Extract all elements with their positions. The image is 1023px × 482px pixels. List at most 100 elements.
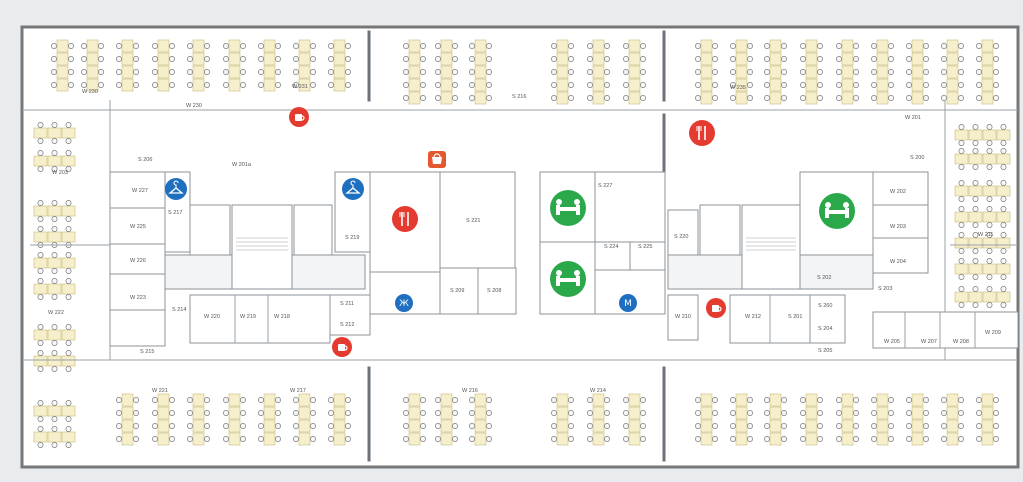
room-label: S 208 xyxy=(487,288,501,294)
desk xyxy=(121,65,134,79)
desk xyxy=(628,419,641,433)
chair xyxy=(817,43,823,49)
desk xyxy=(61,127,76,139)
desk xyxy=(192,65,205,79)
chair xyxy=(871,82,877,88)
chair xyxy=(958,140,965,146)
chair xyxy=(730,43,736,49)
desk xyxy=(440,78,453,92)
chair xyxy=(223,423,229,429)
chair xyxy=(116,436,122,442)
chair xyxy=(764,436,770,442)
chair xyxy=(568,56,574,62)
stairs-right xyxy=(746,237,796,251)
chair xyxy=(764,410,770,416)
desk xyxy=(805,419,818,433)
desk xyxy=(996,237,1011,249)
chair xyxy=(37,150,44,156)
chair xyxy=(469,410,475,416)
chair xyxy=(888,397,894,403)
chair xyxy=(486,82,492,88)
desk xyxy=(968,185,983,197)
chair xyxy=(976,43,982,49)
chair xyxy=(68,56,74,62)
chair xyxy=(747,56,753,62)
desk xyxy=(769,91,782,105)
basket-icon xyxy=(428,151,446,168)
chair xyxy=(420,69,426,75)
chair xyxy=(623,82,629,88)
chair xyxy=(764,82,770,88)
chair xyxy=(993,436,999,442)
desk xyxy=(700,419,713,433)
desk xyxy=(968,129,983,141)
chair xyxy=(310,56,316,62)
chair xyxy=(486,95,492,101)
desk xyxy=(981,432,994,446)
chair xyxy=(328,436,334,442)
chair xyxy=(800,69,806,75)
chair xyxy=(730,69,736,75)
chair xyxy=(169,82,175,88)
chair xyxy=(695,43,701,49)
chair xyxy=(853,56,859,62)
chair xyxy=(853,82,859,88)
chair xyxy=(623,95,629,101)
chair xyxy=(65,166,72,172)
chair xyxy=(328,43,334,49)
chair xyxy=(853,423,859,429)
room-label: W 227 xyxy=(132,188,148,194)
chair xyxy=(972,232,979,238)
chair xyxy=(133,423,139,429)
room-label: S 220 xyxy=(674,234,688,240)
room-label: S 214 xyxy=(172,307,186,313)
chair xyxy=(65,366,72,372)
chair xyxy=(293,397,299,403)
chair xyxy=(37,324,44,330)
chair xyxy=(551,56,557,62)
chair xyxy=(604,69,610,75)
desk xyxy=(911,406,924,420)
chair xyxy=(906,423,912,429)
chair xyxy=(1000,222,1007,228)
chair xyxy=(420,423,426,429)
room-label: W 235 xyxy=(730,85,746,91)
chair xyxy=(275,69,281,75)
desk xyxy=(298,52,311,66)
desk xyxy=(841,406,854,420)
chair xyxy=(836,397,842,403)
chair xyxy=(800,82,806,88)
desk xyxy=(408,91,421,105)
chair xyxy=(604,436,610,442)
chair xyxy=(923,43,929,49)
chair xyxy=(1000,232,1007,238)
desk xyxy=(192,78,205,92)
chair xyxy=(258,436,264,442)
chair xyxy=(65,416,72,422)
room-label: W 216 xyxy=(462,388,478,394)
chair xyxy=(133,82,139,88)
chair xyxy=(958,196,965,202)
chair xyxy=(51,216,58,222)
desk xyxy=(61,283,76,295)
chair xyxy=(712,397,718,403)
desk xyxy=(735,52,748,66)
chair xyxy=(888,436,894,442)
chair xyxy=(98,69,104,75)
chair xyxy=(169,423,175,429)
desk xyxy=(56,65,69,79)
chair xyxy=(65,122,72,128)
chair xyxy=(993,56,999,62)
desk xyxy=(474,393,487,407)
chair xyxy=(37,350,44,356)
desk xyxy=(474,432,487,446)
desk xyxy=(556,393,569,407)
chair xyxy=(403,82,409,88)
desk xyxy=(996,263,1011,275)
chair xyxy=(37,294,44,300)
chair xyxy=(204,423,210,429)
desk xyxy=(841,65,854,79)
chair xyxy=(187,397,193,403)
desk xyxy=(911,91,924,105)
chair xyxy=(81,56,87,62)
